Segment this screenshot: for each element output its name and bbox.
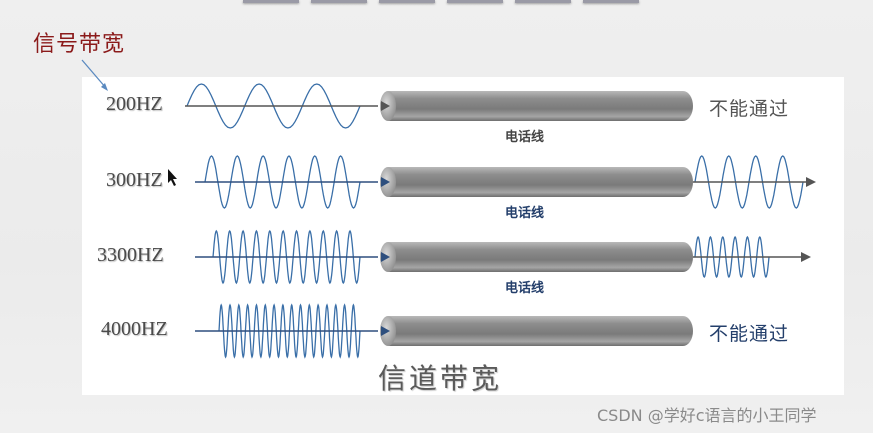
blocked-label: 不能通过 — [709, 323, 790, 345]
frequency-label: 3300HZ — [97, 244, 164, 266]
pointer-arrowhead-icon — [101, 83, 108, 91]
frequency-label: 4000HZ — [101, 318, 168, 340]
signal-row — [185, 83, 693, 129]
arrow-head-icon — [381, 252, 390, 262]
thumbnail — [447, 0, 503, 3]
output-arrow-icon — [801, 252, 811, 262]
pointer-arrow-icon — [81, 59, 107, 89]
cable-label: 电话线 — [505, 206, 545, 221]
arrow-head-icon — [381, 326, 390, 336]
telephone-cable — [380, 167, 693, 197]
thumbnail — [515, 0, 571, 3]
arrow-head-icon — [381, 101, 390, 111]
thumbnail — [311, 0, 367, 3]
telephone-cable — [380, 316, 693, 346]
thumbnail — [243, 0, 299, 3]
thumbnail — [379, 0, 435, 3]
channel-bandwidth-title: 信道带宽 — [378, 362, 503, 395]
telephone-cable — [380, 242, 693, 272]
slide-thumbnail-strip — [243, 0, 639, 4]
telephone-cable — [380, 91, 693, 121]
signal-bandwidth-title: 信号带宽 — [33, 32, 126, 57]
csdn-watermark: CSDN @学好c语言的小王同学 — [597, 406, 817, 425]
arrow-head-icon — [381, 177, 390, 187]
mouse-cursor-icon — [168, 169, 177, 186]
cable-label: 电话线 — [505, 130, 545, 145]
blocked-label: 不能通过 — [709, 98, 790, 120]
signal-row — [195, 303, 693, 359]
output-arrow-icon — [806, 177, 816, 187]
frequency-label: 300HZ — [106, 169, 163, 191]
signal-row — [195, 155, 816, 209]
cable-label: 电话线 — [505, 281, 545, 296]
signal-row — [195, 229, 811, 285]
frequency-label: 200HZ — [106, 93, 163, 115]
thumbnail — [583, 0, 639, 3]
